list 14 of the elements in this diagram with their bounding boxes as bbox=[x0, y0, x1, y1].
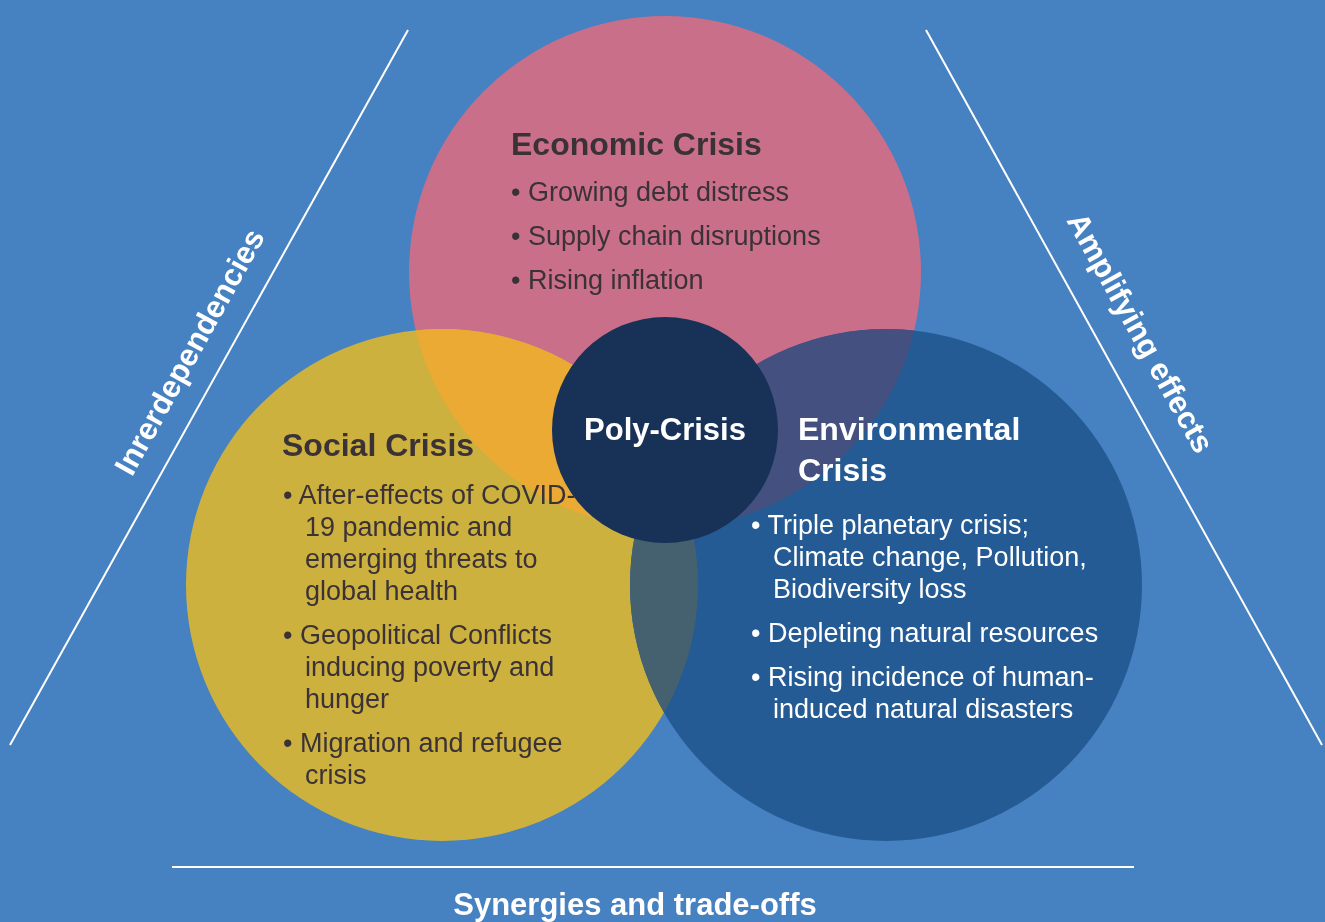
bullet-item: • Migration and refugee crisis bbox=[283, 727, 564, 791]
side-label: Synergies and trade-offs bbox=[453, 887, 817, 922]
bullet-item: • Growing debt distress bbox=[511, 176, 791, 208]
circle-heading: Economic Crisis bbox=[511, 125, 763, 164]
circle-heading: Environmental Crisis bbox=[798, 410, 1022, 490]
bullet-item: • Depleting natural resources bbox=[751, 617, 1099, 649]
bullet-item: • Triple planetary crisis; Climate change, Pollution, Biodiversity loss bbox=[751, 509, 1088, 605]
circle-heading: Social Crisis bbox=[282, 426, 476, 465]
bullet-item: • Rising incidence of human-induced natural disasters bbox=[751, 661, 1095, 725]
bullet-item: • Rising inflation bbox=[511, 264, 705, 296]
bullet-item: • Supply chain disruptions bbox=[511, 220, 822, 252]
bullet-item: • After-effects of COVID-19 pandemic and emerging threats to global health bbox=[283, 479, 577, 607]
center-label: Poly-Crisis bbox=[584, 412, 746, 448]
bullet-item: • Geopolitical Conflicts inducing poverty and hunger bbox=[283, 619, 556, 715]
